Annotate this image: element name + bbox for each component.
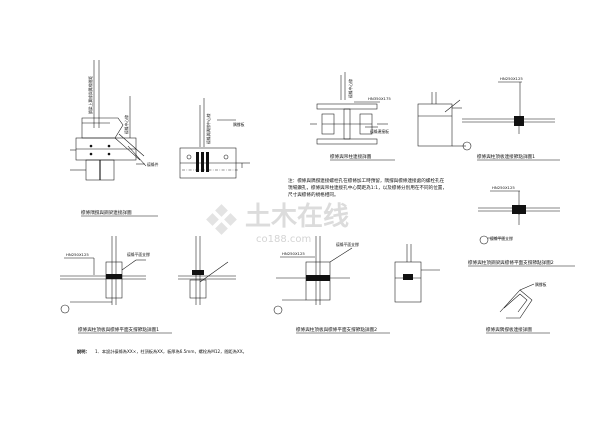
detail-3: 檩條中心線 HN350X175 檩條連接板 檩條與吊柱連接詳圖	[310, 72, 466, 161]
detail-1-upper-label: 鋼梁上翼緣與翼緣間距	[88, 76, 93, 114]
detail-4-section: HN250X125	[500, 76, 523, 81]
detail-6-section: HN250X125	[66, 252, 89, 257]
watermark-cn: 土木在线	[245, 202, 349, 232]
detail-2: 檩條與隅撐中心線 隅撐板	[179, 98, 250, 179]
center-note-text: 注：檩條與隅撐連接螺栓孔在檩條加工時預留，隅撐與檩條連接處的螺栓孔在現場鑽孔，檩…	[288, 179, 447, 198]
watermark-en: co188.com	[256, 234, 311, 245]
detail-1-right-label: 檩條中心線	[124, 115, 129, 134]
detail-5-caption: 檩條與柱頂鋼梁與檩條平面支撐節點詳圖2	[468, 259, 554, 266]
detail-6-label: 檩條平面支撐	[127, 252, 150, 257]
detail-5: HN250X125 檩條平面支撐 檩條與柱頂鋼梁與檩條平面支撐節點詳圖2	[468, 185, 575, 267]
detail-1-bolt-label: 檩條件	[147, 162, 159, 167]
detail-8: HN250X125 檩條平面支撐 檩條與柱頂板與檩條平面支撐節點詳圖2	[273, 236, 440, 334]
detail-8-caption: 檩條與柱頂板與檩條平面支撐節點詳圖2	[296, 326, 377, 333]
notes-text: 1．本設計檩條為XX×，柱頂板為XX，板厚為6.5mm，螺栓為M12，間距為XX…	[95, 348, 247, 355]
detail-7	[178, 236, 236, 305]
notes-label: 說明：	[77, 348, 90, 355]
detail-1-caption: 檩條隅撐與鋼梁連接詳圖	[81, 209, 132, 216]
detail-4: HN250X125 檩條與柱頂板連接節點詳圖1	[462, 76, 560, 161]
general-notes: 說明： 1．本設計檩條為XX×，柱頂板為XX，板厚為6.5mm，螺栓為M12，間…	[77, 348, 247, 355]
detail-5-section: HN250X125	[492, 185, 515, 190]
detail-3-caption: 檩條與吊柱連接詳圖	[330, 153, 372, 160]
detail-8-label: 檩條平面支撐	[336, 242, 359, 247]
detail-2-center-label: 檩條與隅撐中心線	[206, 113, 211, 144]
detail-1: 鋼梁上翼緣與翼緣間距 檩條中心線 檩條件 檩條隅撐與鋼梁連接詳圖	[70, 60, 159, 217]
detail-4-caption: 檩條與柱頂板連接節點詳圖1	[477, 153, 535, 160]
detail-8-section: HN250X125	[282, 251, 305, 256]
detail-3-section: HN350X175	[368, 96, 391, 101]
detail-5-label: 檩條平面支撐	[490, 236, 513, 241]
detail-3-center: 檩條中心線	[348, 79, 353, 98]
detail-9-caption: 檩條與隅撐板連接詳圖	[486, 326, 532, 333]
detail-3-plate: 檩條連接板	[370, 129, 389, 134]
detail-9: 隅撐板 檩條與隅撐板連接詳圖	[486, 282, 550, 334]
detail-9-label: 隅撐板	[535, 282, 547, 287]
detail-6: HN250X125 檩條平面支撐 檩條與柱頂板與檩條平面支撐節點詳圖1	[60, 236, 172, 334]
watermark: 土木在线 co188.com	[206, 202, 349, 245]
detail-2-plate-label: 隅撐板	[233, 122, 245, 127]
detail-6-caption: 檩條與柱頂板與檩條平面支撐節點詳圖1	[78, 326, 159, 333]
center-note: 注：檩條與隅撐連接螺栓孔在檩條加工時預留，隅撐與檩條連接處的螺栓孔在現場鑽孔，檩…	[288, 179, 447, 198]
